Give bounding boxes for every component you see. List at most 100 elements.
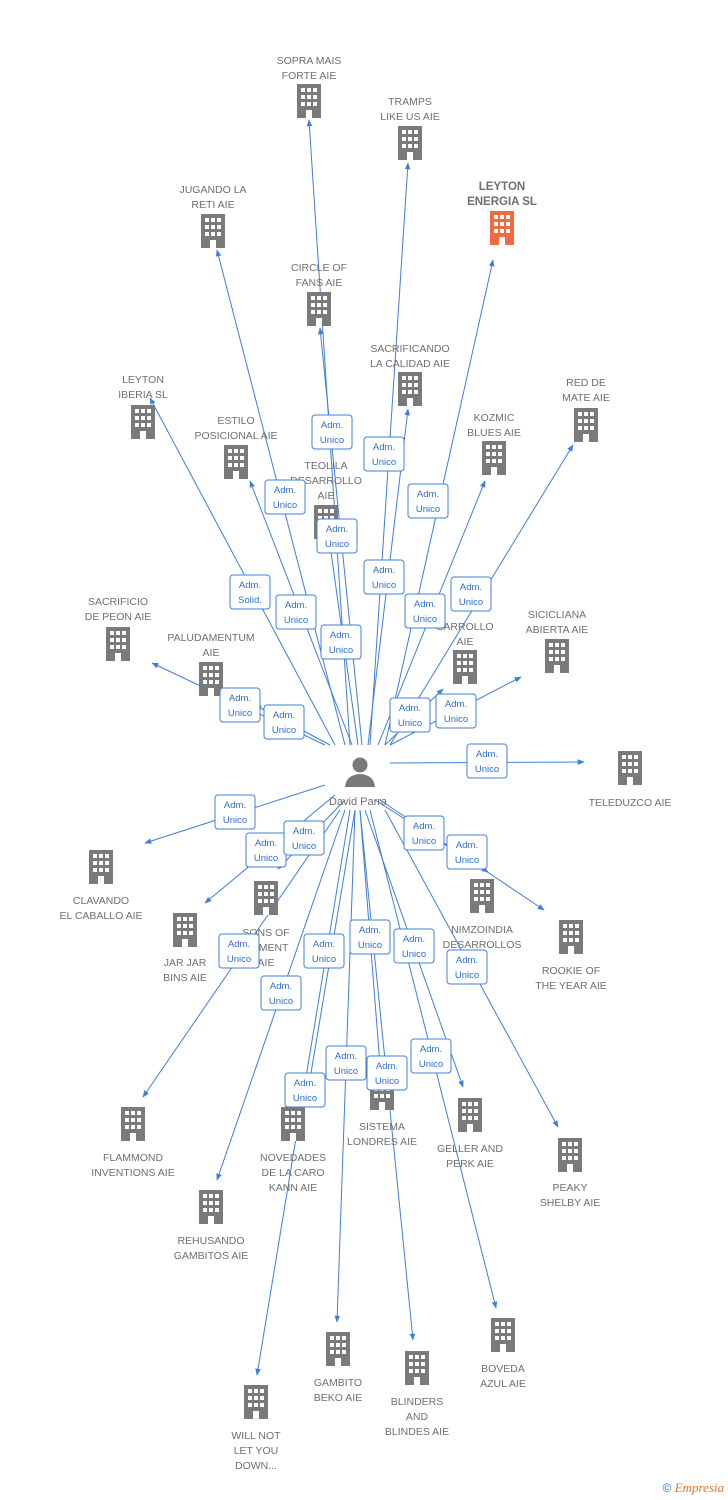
company-name-line: BLINDERS — [391, 1396, 444, 1408]
role-badge-estilo[interactable]: Adm.Unico — [275, 594, 317, 630]
building-icon — [559, 920, 583, 954]
company-name-line: DOWN... — [235, 1460, 277, 1472]
role-badge-paludamentum[interactable]: Adm.Unico — [263, 704, 305, 740]
role-badge-teolila[interactable]: Adm.Unico — [320, 624, 362, 660]
role-badge-flammond[interactable]: Adm.Unico — [218, 933, 260, 969]
role-badge-nimzoindia[interactable]: Adm.Unico — [403, 815, 445, 851]
role-badge-text: Adm. — [417, 489, 439, 500]
role-badge-clavando[interactable]: Adm.Unico — [214, 794, 256, 830]
building-icon — [398, 126, 422, 160]
role-badge-sopra[interactable]: Adm.Unico — [311, 414, 353, 450]
company-name-line: AIE — [258, 957, 275, 969]
role-badge-boveda[interactable]: Adm.Unico — [410, 1038, 452, 1074]
role-badge-box — [435, 693, 477, 729]
role-badge-jugando[interactable]: Adm.Unico — [264, 479, 306, 515]
building-icon — [490, 211, 514, 245]
company-name-line: JUGANDO LA — [179, 184, 246, 196]
company-name-line: DE PEON AIE — [85, 611, 152, 623]
role-badge-text: Adm. — [255, 838, 277, 849]
role-badge-text: Adm. — [420, 1044, 442, 1055]
company-name-line: SACRIFICANDO — [370, 343, 449, 355]
role-badge-siciliana[interactable]: Adm.Unico — [435, 693, 477, 729]
building-icon — [89, 850, 113, 884]
company-name-line: CLAVANDO — [73, 895, 129, 907]
footer-brand[interactable]: © Empresia — [662, 1480, 724, 1496]
role-badge-rookie[interactable]: Adm.Unico — [446, 834, 488, 870]
role-badge-text: Unico — [372, 580, 396, 591]
role-badge-text: Adm. — [293, 826, 315, 837]
company-name-line: SOPRA MAIS — [277, 55, 342, 67]
center-person[interactable]: David Parra — [329, 757, 388, 809]
company-name-line: BLUES AIE — [467, 427, 521, 439]
role-badge-text: Adm. — [273, 710, 295, 721]
role-badge-text: Adm. — [228, 939, 250, 950]
role-badge-text: Adm. — [413, 821, 435, 832]
role-badge-box — [263, 704, 305, 740]
building-icon — [254, 881, 278, 915]
company-name-line: SISTEMA — [359, 1121, 405, 1133]
role-badge-teleduzco[interactable]: Adm.Unico — [466, 743, 508, 779]
role-badge-red_de_mate[interactable]: Adm.Unico — [450, 576, 492, 612]
company-name-line: REHUSANDO — [177, 1235, 244, 1247]
role-badge-sacrificio[interactable]: Adm.Unico — [219, 687, 261, 723]
role-badge-willnot[interactable]: Adm.Unico — [284, 1072, 326, 1108]
role-badge-rehusando[interactable]: Adm.Unico — [260, 975, 302, 1011]
role-badge-peaky[interactable]: Adm.Unico — [446, 949, 488, 985]
company-name-line: LIKE US AIE — [380, 111, 440, 123]
role-badge-text: Unico — [444, 714, 468, 725]
role-badge-sons[interactable]: Adm.Unico — [283, 820, 325, 856]
role-badge-novedades[interactable]: Adm.Unico — [303, 933, 345, 969]
role-badge-sacrificando[interactable]: Adm.Unico — [363, 559, 405, 595]
role-badge-desarrollo2[interactable]: Adm.Unico — [389, 697, 431, 733]
role-badge-gambito[interactable]: Adm.Unico — [325, 1045, 367, 1081]
company-name-line: PALUDAMENTUM — [167, 632, 254, 644]
role-badge-circle[interactable]: Adm.Unico — [316, 518, 358, 554]
role-badge-leyton_iberia[interactable]: Adm.Solid. — [229, 574, 271, 610]
role-badge-jarjar[interactable]: Adm.Unico — [245, 832, 287, 868]
building-icon — [398, 372, 422, 406]
role-badge-leyton_energia[interactable]: Adm.Unico — [407, 483, 449, 519]
company-name-line: NIMZOINDIA — [451, 924, 513, 936]
company-node-teleduzco[interactable]: TELEDUZCO AIE — [589, 751, 672, 809]
role-badge-box — [389, 697, 431, 733]
role-badge-blinders[interactable]: Adm.Unico — [366, 1055, 408, 1091]
role-badge-text: Unico — [273, 500, 297, 511]
role-badge-text: Adm. — [285, 600, 307, 611]
role-badge-kozmic[interactable]: Adm.Unico — [404, 593, 446, 629]
role-badge-sistema[interactable]: Adm.Unico — [349, 919, 391, 955]
building-icon — [199, 1190, 223, 1224]
role-badge-tramps[interactable]: Adm.Unico — [363, 436, 405, 472]
building-icon — [558, 1138, 582, 1172]
company-name-line: ENERGIA SL — [467, 196, 537, 208]
role-badge-geller[interactable]: Adm.Unico — [393, 928, 435, 964]
